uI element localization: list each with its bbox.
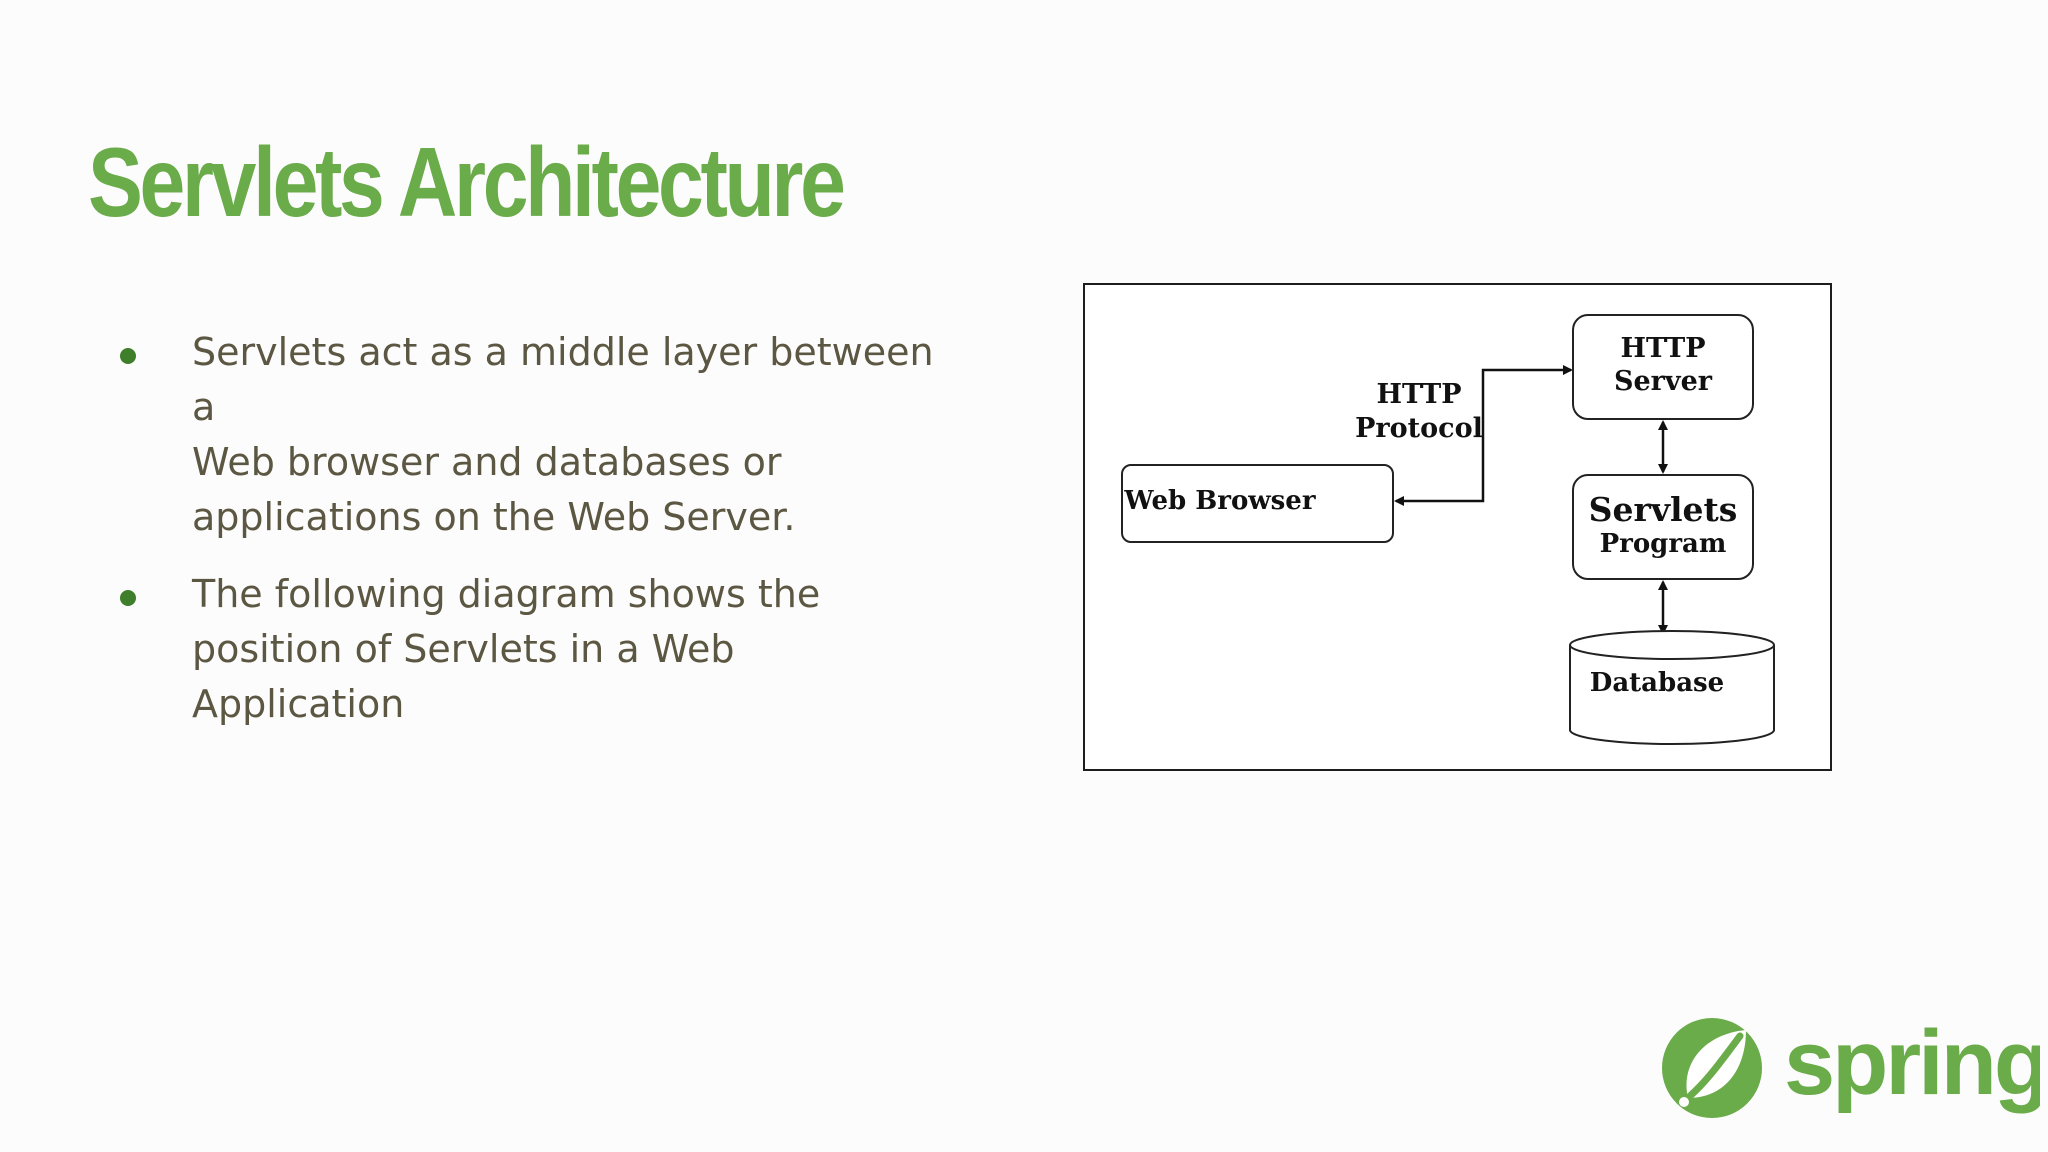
http-protocol-label-line2: Protocol	[1355, 413, 1483, 444]
web-browser-node: Web Browser	[1121, 464, 1394, 543]
bullet-item: The following diagram shows the position…	[112, 567, 952, 732]
database-node: Database	[1569, 630, 1775, 745]
spring-wordmark: spring	[1784, 1014, 2040, 1114]
web-browser-label: Web Browser	[1123, 486, 1315, 516]
bullet-text: The following diagram shows the position…	[192, 572, 821, 726]
servlets-program-node: Servlets Program	[1572, 474, 1754, 580]
database-label: Database	[1590, 668, 1724, 698]
slide-title: Servlets Architecture	[88, 127, 846, 237]
http-connector-arrow	[1394, 365, 1573, 506]
servlets-program-label-line1: Servlets	[1589, 490, 1738, 529]
architecture-diagram: Web Browser HTTP Protocol HTTP Server Se…	[1083, 283, 1832, 771]
http-server-node: HTTP Server	[1572, 314, 1754, 420]
http-protocol-label-line1: HTTP	[1376, 379, 1461, 410]
spring-logo: spring	[1660, 1012, 2048, 1128]
servlets-program-label-line2: Program	[1600, 529, 1727, 559]
bullet-dot-icon	[120, 590, 136, 606]
bullet-dot-icon	[120, 348, 136, 364]
bullet-list: Servlets act as a middle layer between a…	[112, 325, 952, 754]
http-server-label-line2: Server	[1614, 366, 1713, 397]
http-server-label-line1: HTTP	[1620, 333, 1705, 364]
spring-leaf-icon	[1662, 1018, 1762, 1118]
bullet-item: Servlets act as a middle layer between a…	[112, 325, 952, 545]
bullet-text: Servlets act as a middle layer between a…	[192, 330, 934, 539]
